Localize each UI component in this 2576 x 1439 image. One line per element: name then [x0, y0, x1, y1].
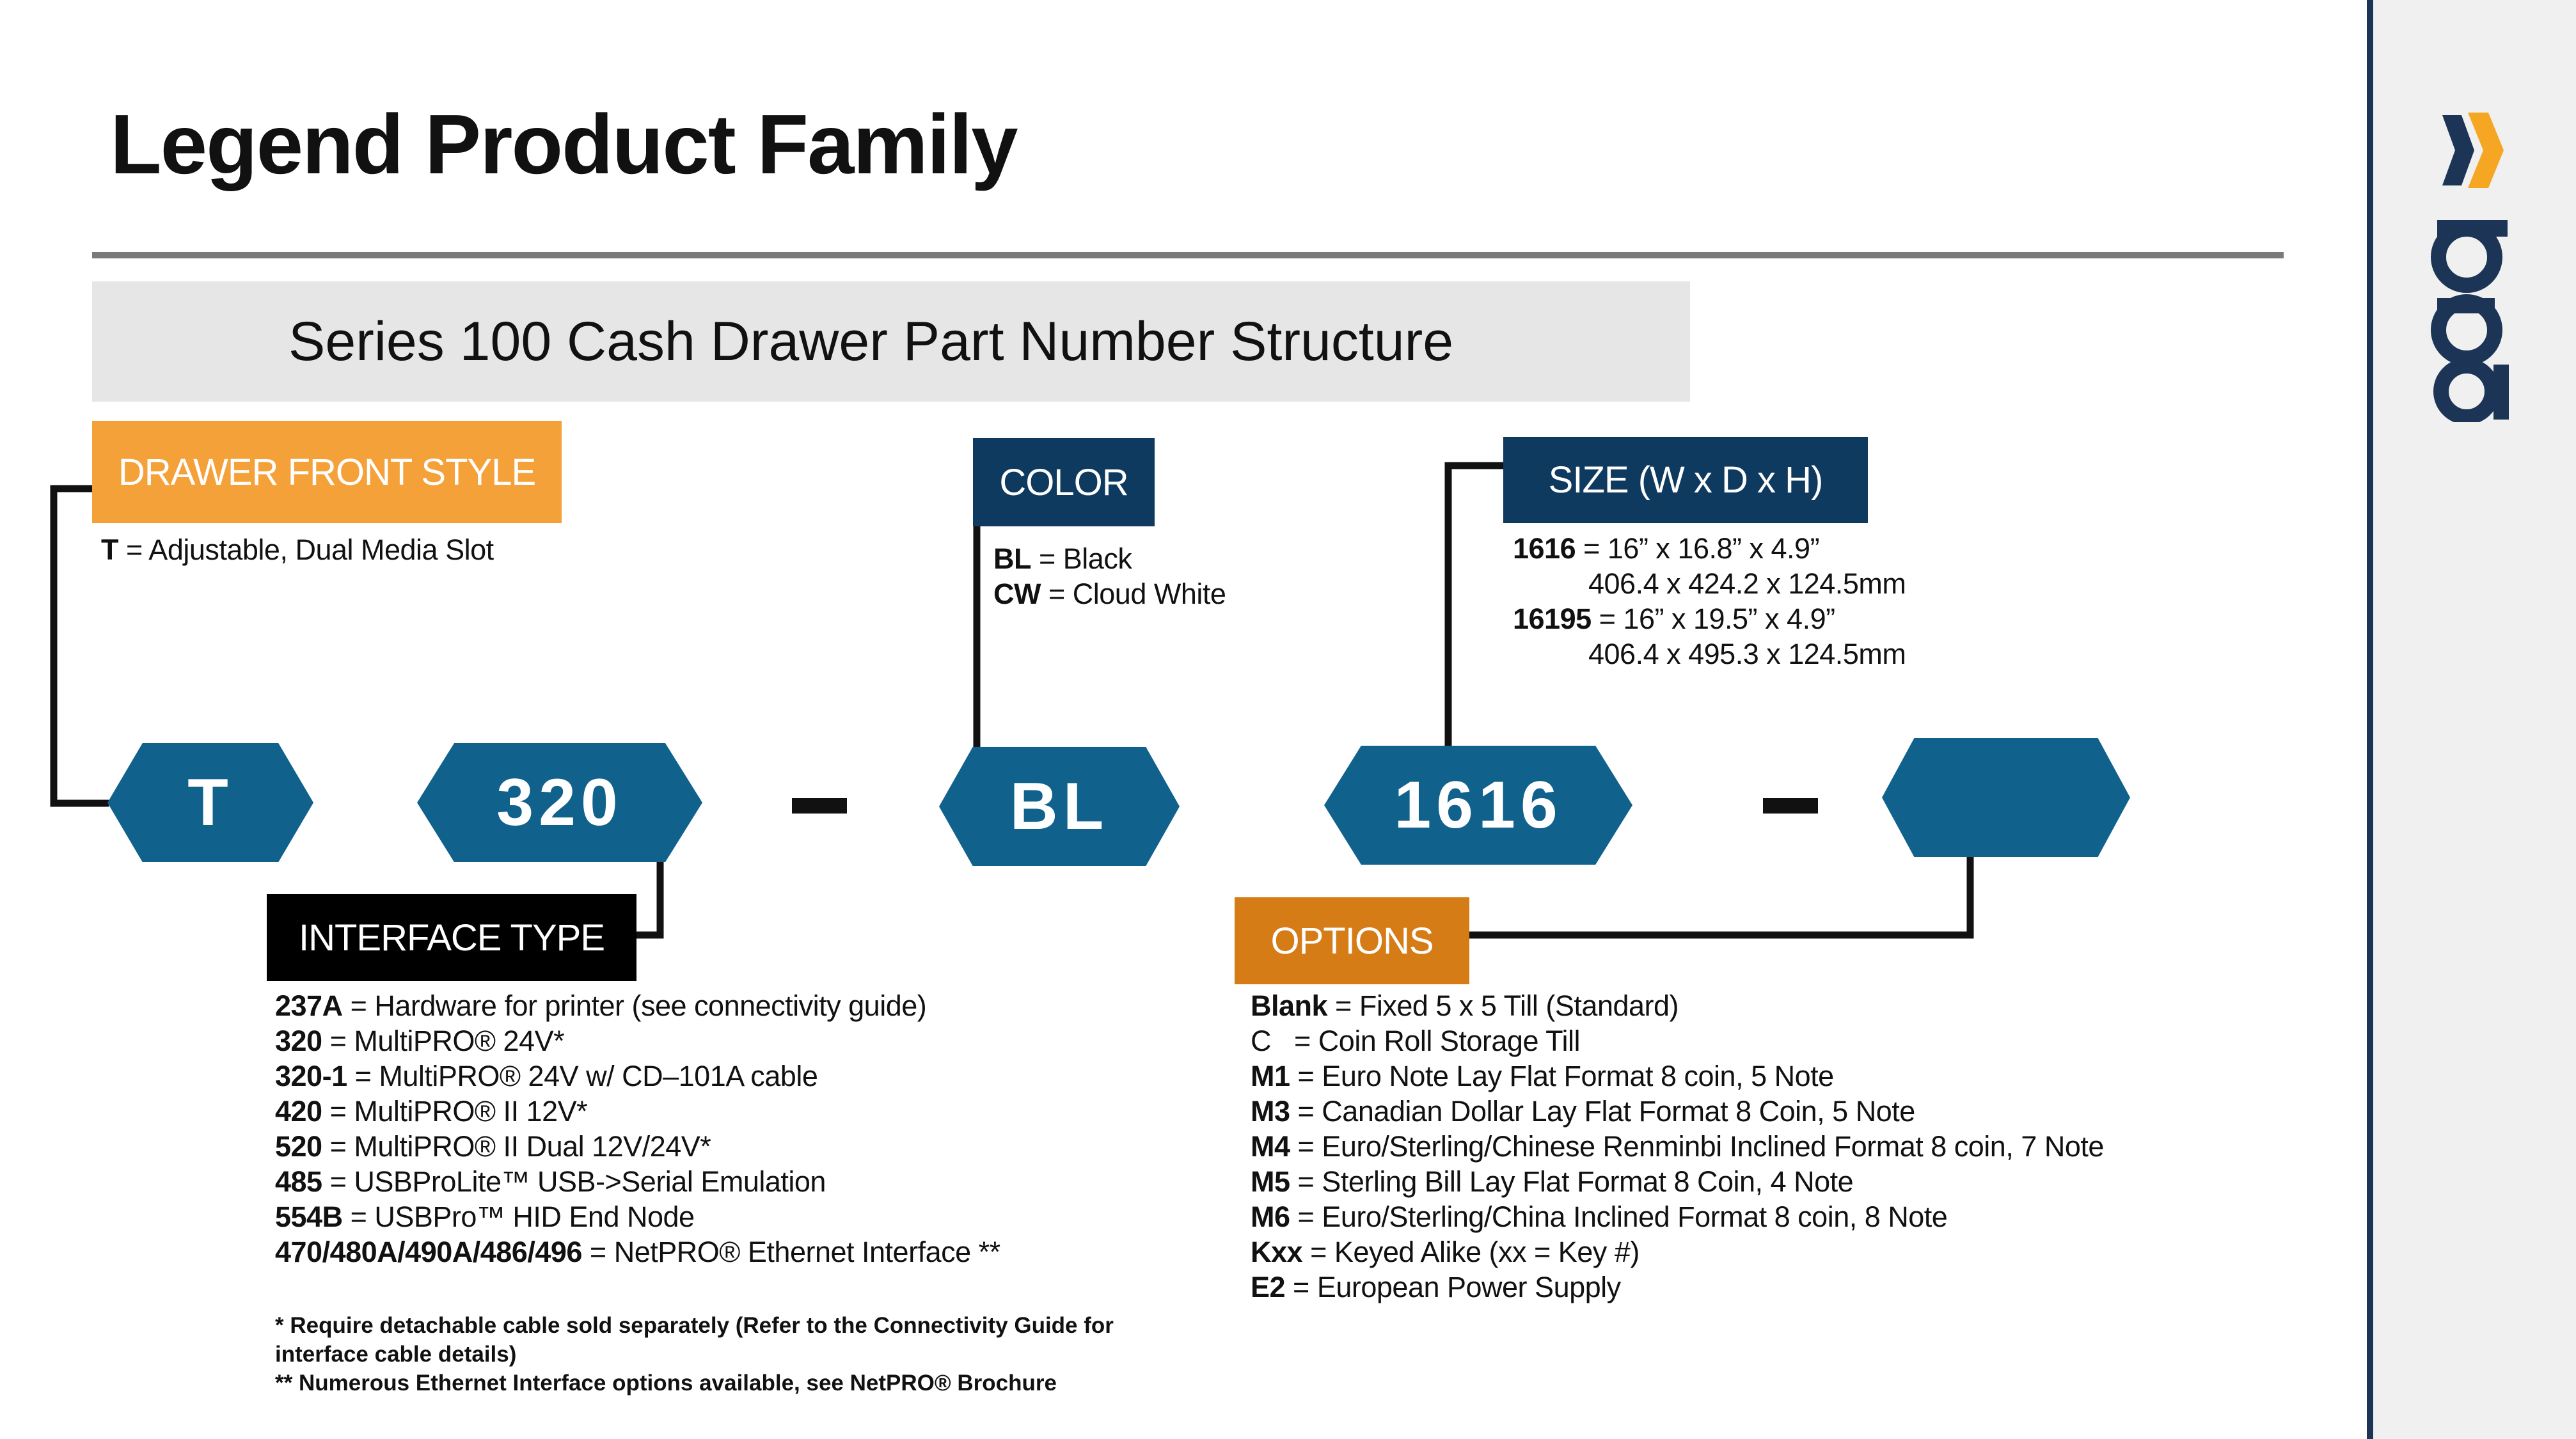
connector-size: [1444, 462, 1503, 748]
drawer-front-list: T = Adjustable, Dual Media Slot: [101, 532, 494, 567]
connector-interface: [636, 860, 664, 939]
list-item: M5 = Sterling Bill Lay Flat Format 8 Coi…: [1251, 1165, 1854, 1198]
connector-lines: [50, 462, 1974, 939]
list-item: 320-1 = MultiPRO® 24V w/ CD–101A cable: [275, 1060, 818, 1092]
title-divider: [92, 252, 2284, 258]
list-item: 470/480A/490A/486/496 = NetPRO® Ethernet…: [275, 1236, 1000, 1268]
chevron-icon: [2442, 115, 2474, 185]
list-item: 420 = MultiPRO® II 12V*: [275, 1095, 588, 1128]
logo-letters: [2431, 220, 2509, 422]
label-options: OPTIONS: [1235, 897, 1469, 984]
separator-dash: [1763, 798, 1818, 814]
hex-interface-segment: 320: [417, 743, 702, 862]
list-item: 554B = USBPro™ HID End Node: [275, 1200, 695, 1233]
label-drawer-front-style: DRAWER FRONT STYLE: [92, 421, 562, 523]
list-item: E2 = European Power Supply: [1251, 1271, 1621, 1303]
chevron-icon: [2468, 113, 2504, 188]
list-item: 406.4 x 495.3 x 124.5mm: [1588, 638, 1906, 670]
list-item: 1616 = 16” x 16.8” x 4.9”: [1513, 532, 1820, 565]
hex-size-segment: 1616: [1324, 746, 1632, 865]
footnote: * Require detachable cable sold separate…: [275, 1313, 1114, 1338]
list-item: M4 = Euro/Sterling/Chinese Renminbi Incl…: [1251, 1130, 2104, 1163]
hex-options-segment: [1882, 738, 2130, 857]
list-item: 237A = Hardware for printer (see connect…: [275, 989, 927, 1022]
footnotes: * Require detachable cable sold separate…: [275, 1311, 1114, 1397]
color-list: BL = Black CW = Cloud White: [993, 541, 1226, 611]
brand-sidebar: [2367, 0, 2576, 1439]
list-item: Blank = Fixed 5 x 5 Till (Standard): [1251, 989, 1679, 1022]
list-item: Kxx = Keyed Alike (xx = Key #): [1251, 1236, 1640, 1268]
list-item: 520 = MultiPRO® II Dual 12V/24V*: [275, 1130, 711, 1163]
list-item: M6 = Euro/Sterling/China Inclined Format…: [1251, 1200, 1948, 1233]
list-item: 16195 = 16” x 19.5” x 4.9”: [1513, 602, 1835, 635]
options-list: Blank = Fixed 5 x 5 Till (Standard) C = …: [1251, 988, 2104, 1305]
separator-dash: [792, 798, 847, 814]
list-item: M1 = Euro Note Lay Flat Format 8 coin, 5…: [1251, 1060, 1834, 1092]
label-color: COLOR: [973, 438, 1155, 526]
size-list: 1616 = 16” x 16.8” x 4.9” 406.4 x 424.2 …: [1513, 531, 1906, 672]
page-title: Legend Product Family: [110, 97, 1018, 191]
brand-stripe: [2367, 0, 2373, 1439]
list-item: M3 = Canadian Dollar Lay Flat Format 8 C…: [1251, 1095, 1915, 1128]
subtitle-banner: Series 100 Cash Drawer Part Number Struc…: [92, 281, 1690, 402]
list-item: 406.4 x 424.2 x 124.5mm: [1588, 567, 1906, 600]
footnote: interface cable details): [275, 1342, 517, 1367]
connector-drawer-front: [50, 485, 109, 807]
hex-color-segment: BL: [939, 747, 1180, 866]
connector-options: [1469, 854, 1974, 939]
apg-logo: apg: [2431, 113, 2509, 422]
subtitle: Series 100 Cash Drawer Part Number Struc…: [288, 311, 1454, 372]
interface-list: 237A = Hardware for printer (see connect…: [275, 988, 1000, 1270]
list-item: BL = Black: [993, 542, 1132, 575]
label-size: SIZE (W x D x H): [1503, 437, 1868, 523]
list-item: T = Adjustable, Dual Media Slot: [101, 533, 494, 566]
list-item: C = Coin Roll Storage Till: [1251, 1025, 1580, 1057]
hex-drawer-front-segment: T: [107, 743, 313, 862]
list-item: CW = Cloud White: [993, 578, 1226, 610]
label-interface-type: INTERFACE TYPE: [267, 894, 636, 981]
footnote: ** Numerous Ethernet Interface options a…: [275, 1371, 1057, 1396]
list-item: 485 = USBProLite™ USB->Serial Emulation: [275, 1165, 826, 1198]
list-item: 320 = MultiPRO® 24V*: [275, 1025, 565, 1057]
